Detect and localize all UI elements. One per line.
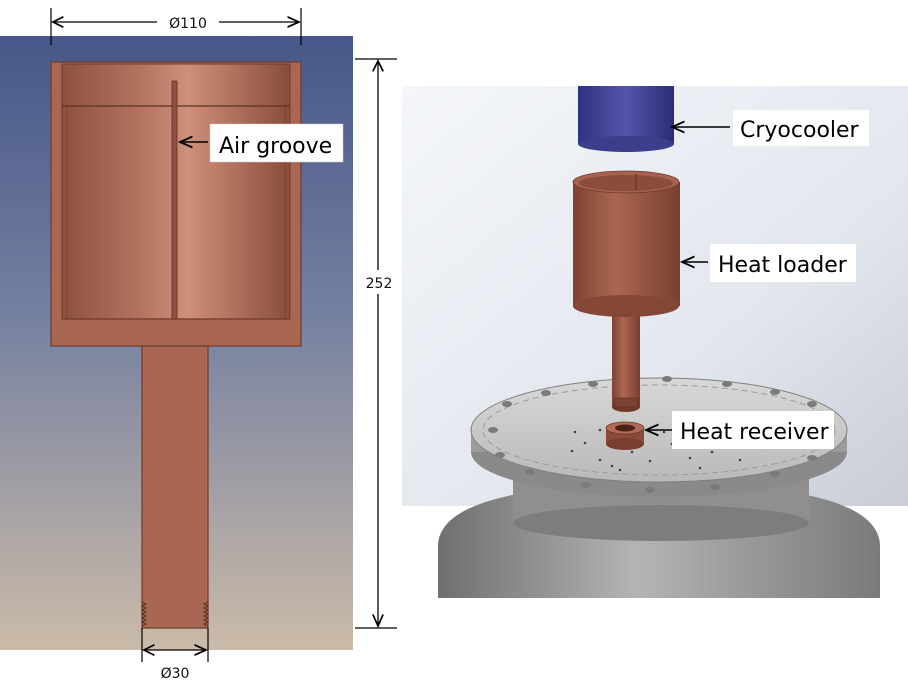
callout-air-groove: Air groove <box>180 123 344 163</box>
thread-left <box>140 601 148 627</box>
air-groove <box>171 80 178 320</box>
height-dimension: 252 <box>355 58 397 629</box>
heat-receiver-label: Heat receiver <box>680 420 830 445</box>
callout-heat-receiver: Heat receiver <box>646 411 834 449</box>
callout-cryocooler: Cryocooler <box>672 110 869 146</box>
thread-right <box>202 601 210 627</box>
heat-loader-label: Heat loader <box>718 253 848 278</box>
bottom-diameter-dimension: Ø30 <box>141 628 209 682</box>
top-diameter-label: Ø110 <box>169 16 207 32</box>
heat-loader <box>572 170 680 412</box>
right-panel <box>402 86 908 598</box>
air-groove-label: Air groove <box>219 134 332 159</box>
cryocooler <box>578 86 674 152</box>
cryocooler-label: Cryocooler <box>740 118 860 143</box>
top-diameter-dimension: Ø110 <box>50 8 302 45</box>
bottom-diameter-label: Ø30 <box>161 666 190 682</box>
callout-heat-loader: Heat loader <box>682 244 856 282</box>
plate-small-holes <box>570 428 742 472</box>
stem <box>140 345 210 629</box>
heat-receiver <box>605 421 645 450</box>
height-label: 252 <box>366 276 393 292</box>
left-panel: Ø110 Ø30 <box>0 8 353 682</box>
